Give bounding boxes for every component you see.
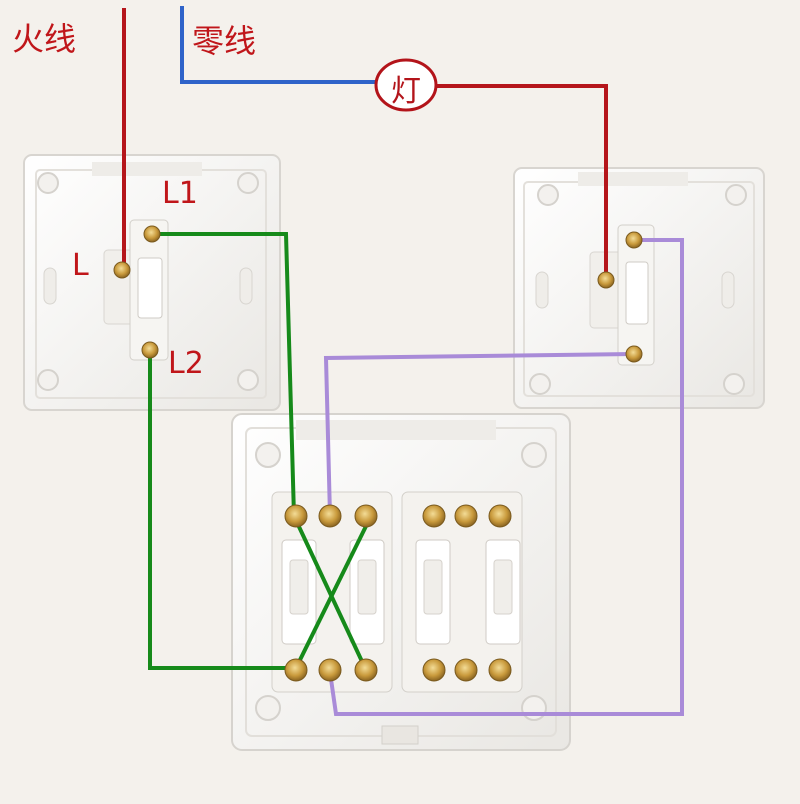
terminal-l [113,261,131,279]
green-wires [148,232,374,671]
purple-wires [323,238,684,716]
intermediate-switch-plate [231,413,571,751]
lamp-to-right-switch-wire [436,84,608,278]
terminal-l2 [141,341,159,359]
terminal-l2-label: L2 [168,346,204,381]
right-switch-plate [513,167,765,409]
terminal-l1 [143,225,161,243]
terminals [113,225,643,682]
neutral-wire [180,6,378,84]
neutral-wire-label: 零线 [192,22,257,60]
lamp-label: 灯 [391,74,421,109]
live-wire-label: 火线 [12,20,77,58]
terminal-l-label: L [72,248,89,283]
terminal-l1-label: L1 [162,176,198,211]
lamp-symbol [374,58,438,112]
